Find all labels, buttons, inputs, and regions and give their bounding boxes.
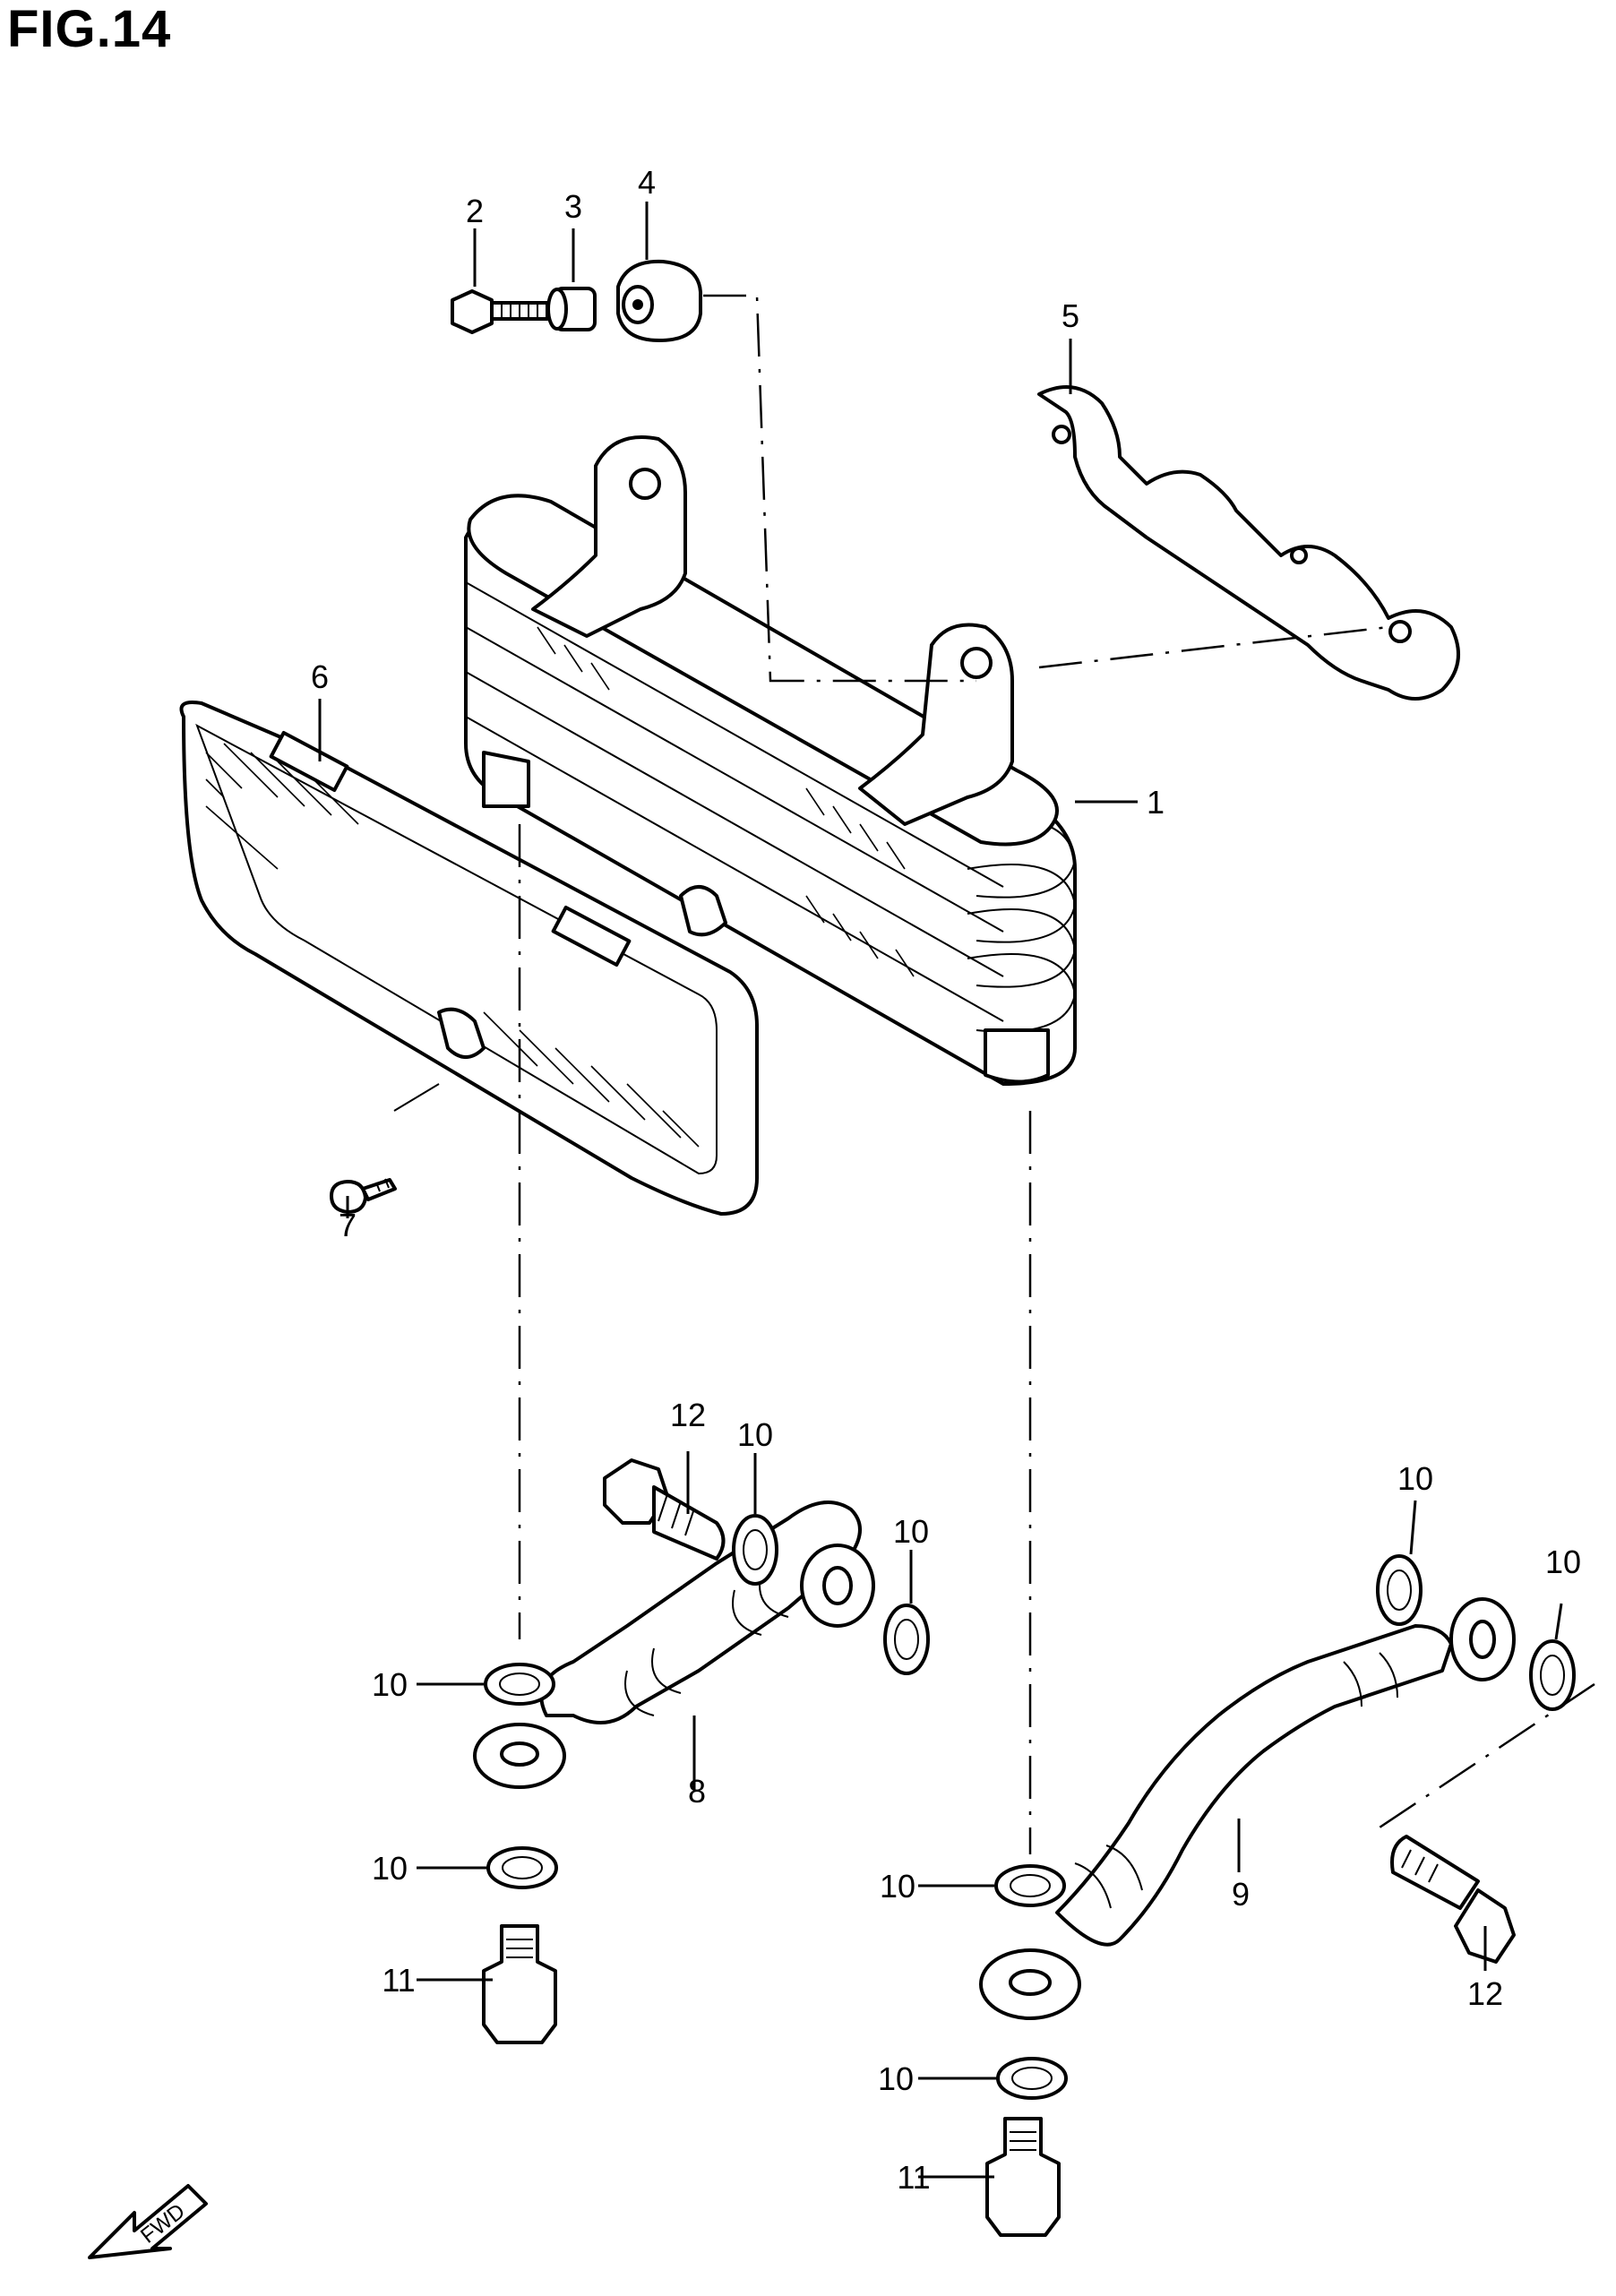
callout-10-b: 10 xyxy=(372,1850,408,1887)
part-4-grommet xyxy=(616,259,702,342)
callout-8: 8 xyxy=(688,1773,706,1810)
callout-9: 9 xyxy=(1232,1876,1250,1913)
callout-10-d: 10 xyxy=(893,1513,929,1550)
callout-10-c: 10 xyxy=(737,1416,773,1453)
forward-arrow-icon: FWD xyxy=(88,2184,208,2259)
callout-1: 1 xyxy=(1147,784,1165,821)
callout-labels: 1 2 3 4 5 6 7 8 9 10 10 10 10 10 10 10 1… xyxy=(311,164,1581,2196)
leader-lines xyxy=(318,202,1563,2179)
callout-5: 5 xyxy=(1062,297,1079,334)
callout-10-e: 10 xyxy=(880,1868,915,1905)
callout-6: 6 xyxy=(311,658,329,695)
assembly-lines xyxy=(393,294,1595,1854)
callout-2: 2 xyxy=(466,193,484,229)
callout-11-a: 11 xyxy=(382,1962,415,1999)
part-9-hose xyxy=(979,1597,1516,2020)
callout-10-a: 10 xyxy=(372,1666,408,1703)
callout-12-b: 12 xyxy=(1467,1975,1503,2012)
part-6-grille xyxy=(179,701,759,1216)
part-2-bolt xyxy=(451,289,549,334)
callout-11-b: 11 xyxy=(897,2159,930,2196)
callout-12-a: 12 xyxy=(670,1397,706,1433)
callout-3: 3 xyxy=(564,188,582,225)
callout-10-f: 10 xyxy=(878,2060,914,2097)
callout-7: 7 xyxy=(339,1207,357,1243)
part-1-oil-cooler xyxy=(464,435,1077,1086)
part-3-collar xyxy=(546,287,597,331)
part-5-bracket xyxy=(1037,385,1460,701)
callout-10-g: 10 xyxy=(1397,1460,1433,1497)
part-10-gaskets xyxy=(484,1514,1576,2100)
part-11-union-bolts xyxy=(482,1924,1061,2237)
callout-10-h: 10 xyxy=(1545,1544,1581,1580)
part-8-hose xyxy=(473,1501,875,1789)
figure-title: FIG.14 xyxy=(7,0,172,58)
callout-4: 4 xyxy=(638,164,656,201)
